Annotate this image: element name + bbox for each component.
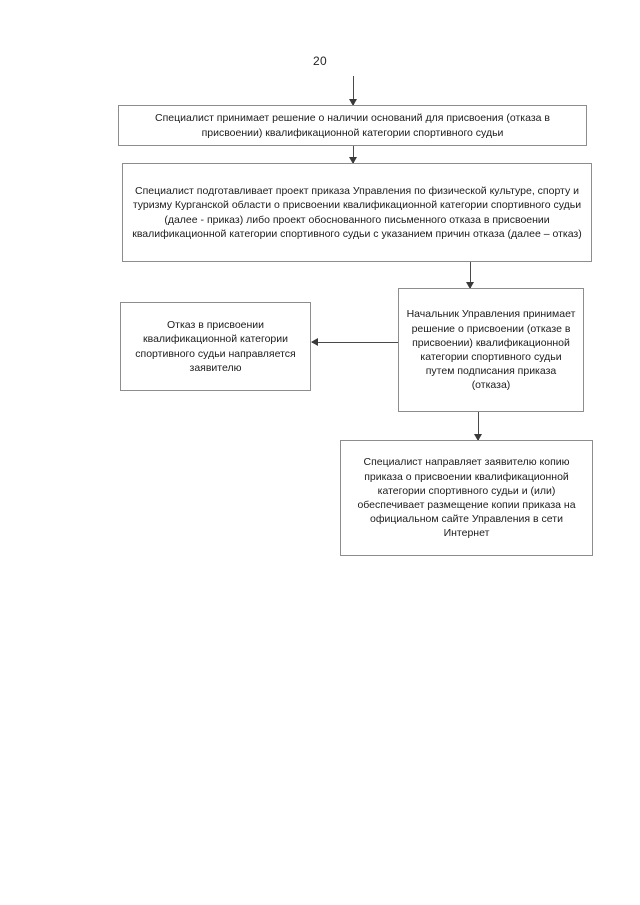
connector-head-to-refusal-line <box>312 342 399 343</box>
flow-node-specialist-send: Специалист направляет заявителю копию пр… <box>340 440 593 556</box>
connector-head-to-send-line <box>478 412 479 440</box>
connector-decision-to-draft-line <box>353 146 354 163</box>
connector-into-decision-line <box>353 76 354 105</box>
connector-draft-to-head-arrowhead-icon <box>466 282 474 289</box>
connector-head-to-refusal-arrowhead-icon <box>311 338 318 346</box>
flow-node-draft-order-label: Специалист подготавливает проект приказа… <box>132 185 582 240</box>
flow-node-decision: Специалист принимает решение о наличии о… <box>118 105 587 146</box>
flow-node-head-decision: Начальник Управления принимает решение о… <box>398 288 584 412</box>
flow-node-refusal-sent-label: Отказ в присвоении квалификационной кате… <box>135 319 296 374</box>
flow-node-head-decision-label: Начальник Управления принимает решение о… <box>406 308 576 392</box>
flow-node-refusal-sent: Отказ в присвоении квалификационной кате… <box>120 302 311 391</box>
connector-draft-to-head-line <box>470 262 471 288</box>
connector-into-decision-arrowhead-icon <box>349 99 357 106</box>
page-number: 20 <box>313 54 327 68</box>
connector-head-to-send-arrowhead-icon <box>474 434 482 441</box>
flow-node-specialist-send-label: Специалист направляет заявителю копию пр… <box>357 456 576 540</box>
flow-node-draft-order: Специалист подготавливает проект приказа… <box>122 163 592 262</box>
connector-decision-to-draft-arrowhead-icon <box>349 157 357 164</box>
flow-node-decision-label: Специалист принимает решение о наличии о… <box>155 112 550 139</box>
